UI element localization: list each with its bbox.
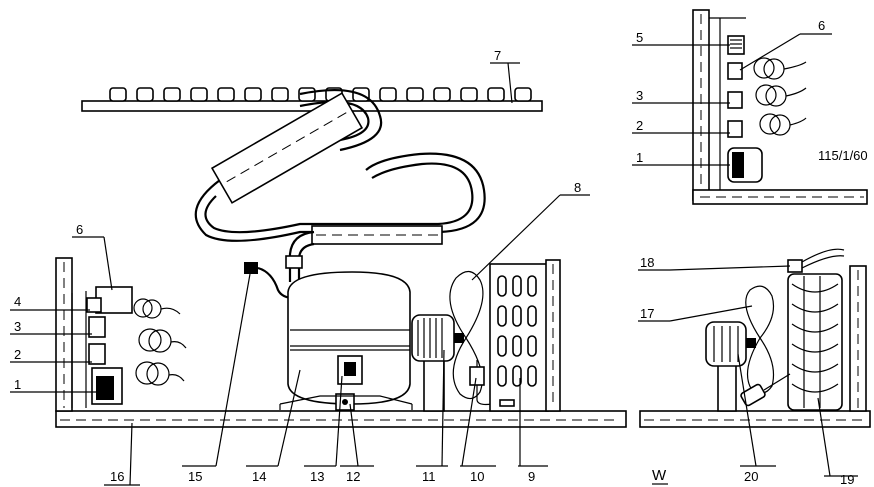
callout-15: 15: [188, 469, 202, 484]
evaporator-fin: [514, 87, 532, 102]
main-assembly: [55, 87, 627, 428]
callout-8: 8: [574, 180, 581, 195]
evaporator-fin: [163, 87, 181, 102]
condenser-slot: [497, 275, 507, 297]
callout-7: 7: [494, 48, 501, 63]
condenser-slot: [512, 305, 522, 327]
callout-3: 3: [14, 319, 21, 334]
callout-4: 4: [14, 294, 21, 309]
fan-motor: [411, 314, 464, 412]
callout-labels: 1 2 3 4 6 7 8 9 10 11 12 13 14 15 16 5 6…: [14, 18, 868, 487]
condenser-slot: [512, 365, 522, 387]
callout-18: 18: [640, 255, 654, 270]
callout-16: 16: [110, 469, 124, 484]
condenser-slot: [527, 335, 537, 357]
callout-5: 5: [636, 30, 643, 45]
variant-label: 115/1/60: [818, 148, 868, 163]
view-label: W: [652, 467, 667, 484]
filter-drier: [469, 360, 520, 406]
callout-6: 6: [76, 222, 83, 237]
condenser-slot: [497, 305, 507, 327]
callout-3-inset: 3: [636, 88, 643, 103]
condenser-slot: [512, 275, 522, 297]
callout-10: 10: [470, 469, 484, 484]
compressor: [279, 271, 413, 411]
electrical-box-left: [85, 286, 187, 408]
evaporator-fin: [244, 87, 262, 102]
base-plate: [55, 410, 627, 428]
water-cooled-coil: [787, 273, 843, 411]
evaporator-plate: [81, 87, 543, 112]
condenser-slot: [497, 335, 507, 357]
condenser-slot: [512, 335, 522, 357]
callout-12: 12: [346, 469, 360, 484]
callout-17: 17: [640, 306, 654, 321]
evaporator-fin: [217, 87, 235, 102]
evaporator-fin: [136, 87, 154, 102]
inset-115v-wiring: [692, 9, 868, 205]
condenser-slot: [527, 275, 537, 297]
callout-14: 14: [252, 469, 266, 484]
callout-11: 11: [422, 469, 436, 484]
condenser-slot: [497, 365, 507, 387]
callout-6-inset: 6: [818, 18, 825, 33]
evaporator-fin: [271, 87, 289, 102]
condenser: [489, 259, 561, 412]
condenser-slot: [527, 365, 537, 387]
callout-leaders: [10, 33, 858, 486]
callout-9: 9: [528, 469, 535, 484]
callout-19: 19: [840, 472, 854, 487]
evaporator-fin: [460, 87, 478, 102]
callout-20: 20: [744, 469, 758, 484]
callout-2: 2: [14, 347, 21, 362]
evaporator-fin: [433, 87, 451, 102]
callout-2-inset: 2: [636, 118, 643, 133]
evaporator-fin: [379, 87, 397, 102]
evaporator-fin: [190, 87, 208, 102]
condenser-slot: [527, 305, 537, 327]
inset-water-cooled: [639, 248, 871, 428]
capillary-tube-loop: [194, 88, 486, 282]
callout-1: 1: [14, 377, 21, 392]
evaporator-fin: [406, 87, 424, 102]
callout-1-inset: 1: [636, 150, 643, 165]
evaporator-fin: [109, 87, 127, 102]
evaporator-fin: [487, 87, 505, 102]
callout-13: 13: [310, 469, 324, 484]
